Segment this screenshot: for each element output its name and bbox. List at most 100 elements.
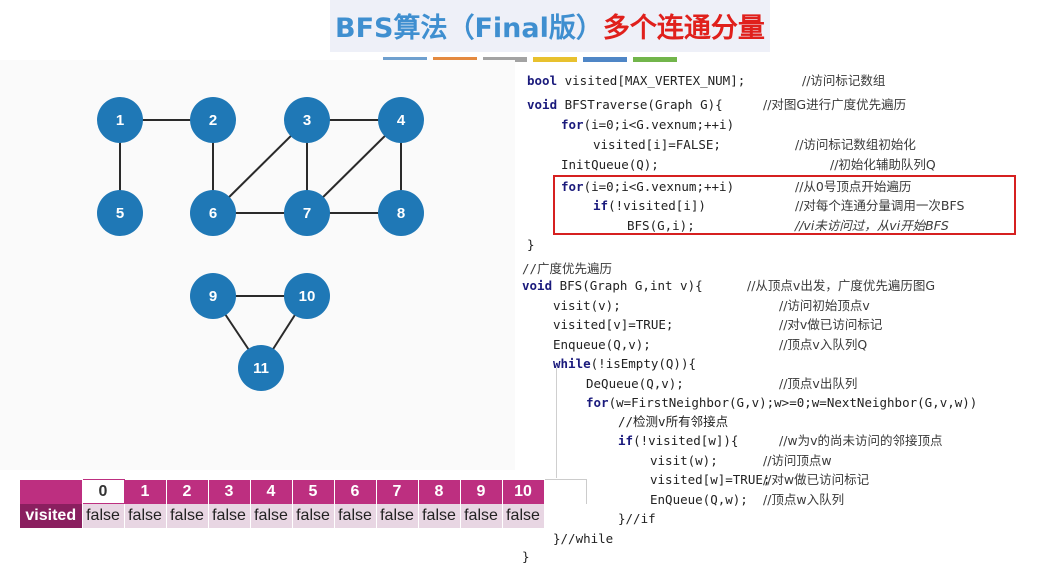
visited-value-cell: false [502,503,545,528]
title-highlight: 多个连通分量 [602,13,765,44]
node-label: 3 [303,112,311,129]
code-line: InitQueue(Q); [561,157,659,172]
node-10: 10 [284,273,330,319]
node-11: 11 [238,345,284,391]
title-main: BFS算法（Final版） [335,13,603,44]
code-line: }//while [553,531,614,546]
code-comment: //从顶点v出发，广度优先遍历图G [747,278,936,293]
code-comment: //对w做已访问标记 [763,472,870,487]
graph-diagram: 1 2 3 4 5 6 7 8 9 10 11 [97,97,424,391]
node-label: 7 [303,205,311,222]
blank-cell [544,479,587,504]
code-line: while(!isEmpty(Q)){ [553,356,696,371]
node-circle [97,97,143,143]
slide-title: BFS算法（Final版）多个连通分量 [335,6,765,45]
node-circle [190,273,236,319]
color-bar [483,57,527,62]
visited-value-cell: false [250,503,293,528]
code-comment: //顶点w入队列 [763,492,845,507]
code-comment: //对v做已访问标记 [779,317,883,332]
visited-value-cell: false [292,503,335,528]
code-line: //检测v所有邻接点 [618,414,729,429]
node-label: 8 [397,205,405,222]
node-label: 5 [116,205,124,222]
code-line: } [522,549,530,564]
index-cell: 3 [208,479,251,504]
index-cell: 0 [81,479,125,504]
graph-edges [119,119,402,369]
node-circle [378,97,424,143]
visited-value-cell: false [460,503,503,528]
code-line: visit(v); [553,298,621,313]
node-circle [97,190,143,236]
code-keyword: for [586,395,609,410]
color-bar [583,57,627,62]
node-1: 1 [97,97,143,143]
node-label: 6 [209,205,217,222]
node-7: 7 [284,190,330,236]
node-8: 8 [378,190,424,236]
visited-label: visited [20,503,83,528]
visited-value-cell: false [124,503,167,528]
color-bar [533,57,577,62]
code-comment: //对图G进行广度优先遍历 [763,97,907,112]
node-label: 1 [116,112,124,129]
node-6: 6 [190,190,236,236]
visited-value-cell: false [334,503,377,528]
title-band [330,0,770,52]
code-comment: //顶点v入队列Q [779,337,868,352]
code-comment: //访问标记数组初始化 [795,137,916,152]
graph-panel [0,60,515,470]
code-comment: //访问顶点w [763,453,832,468]
node-circle [190,97,236,143]
index-cell: 10 [502,479,545,504]
code-comment: //顶点v出队列 [779,376,858,391]
code-line: visit(w); [650,453,718,468]
divider [556,368,557,478]
index-cell: 6 [334,479,377,504]
node-label: 11 [253,360,269,377]
node-4: 4 [378,97,424,143]
visited-value-cell: false [166,503,209,528]
color-bar [433,57,477,62]
code-line: if(!visited[w]){ [618,433,739,448]
node-label: 9 [209,288,217,305]
code-line: Enqueue(Q,v); [553,337,651,352]
code-line: visited[v]=TRUE; [553,317,674,332]
node-label: 4 [397,112,406,129]
graph-nodes: 1 2 3 4 5 6 7 8 9 10 11 [97,97,424,391]
node-label: 10 [299,288,316,305]
title-color-bars [383,57,683,76]
visited-value-cell: false [376,503,419,528]
node-9: 9 [190,273,236,319]
index-cell: 4 [250,479,293,504]
index-cell: 7 [376,479,419,504]
code-line: }//if [618,511,656,526]
node-3: 3 [284,97,330,143]
code-line: for(w=FirstNeighbor(G,v);w>=0;w=NextNeig… [586,395,978,410]
node-5: 5 [97,190,143,236]
highlight-box [553,175,1016,235]
node-label: 2 [209,112,217,129]
index-cell: 5 [292,479,335,504]
node-circle [284,273,330,319]
visited-value-cell: false [208,503,251,528]
code-comment: //初始化辅助队列Q [830,157,936,172]
code-line: visited[w]=TRUE; [650,472,771,487]
color-bar [383,57,427,62]
code-keyword: for [561,117,584,132]
index-cell: 9 [460,479,503,504]
code-line: for(i=0;i<G.vexnum;++i) [561,117,735,132]
code-line: DeQueue(Q,v); [586,376,684,391]
node-circle [238,345,284,391]
color-bar [633,57,677,62]
visited-value-cell: false [82,503,125,528]
code-keyword: if [618,433,634,448]
code-comment: //w为v的尚未访问的邻接顶点 [779,433,943,448]
node-circle [284,97,330,143]
code-line: EnQueue(Q,w); [650,492,748,507]
node-circle [190,190,236,236]
code-line: visited[i]=FALSE; [593,137,721,152]
